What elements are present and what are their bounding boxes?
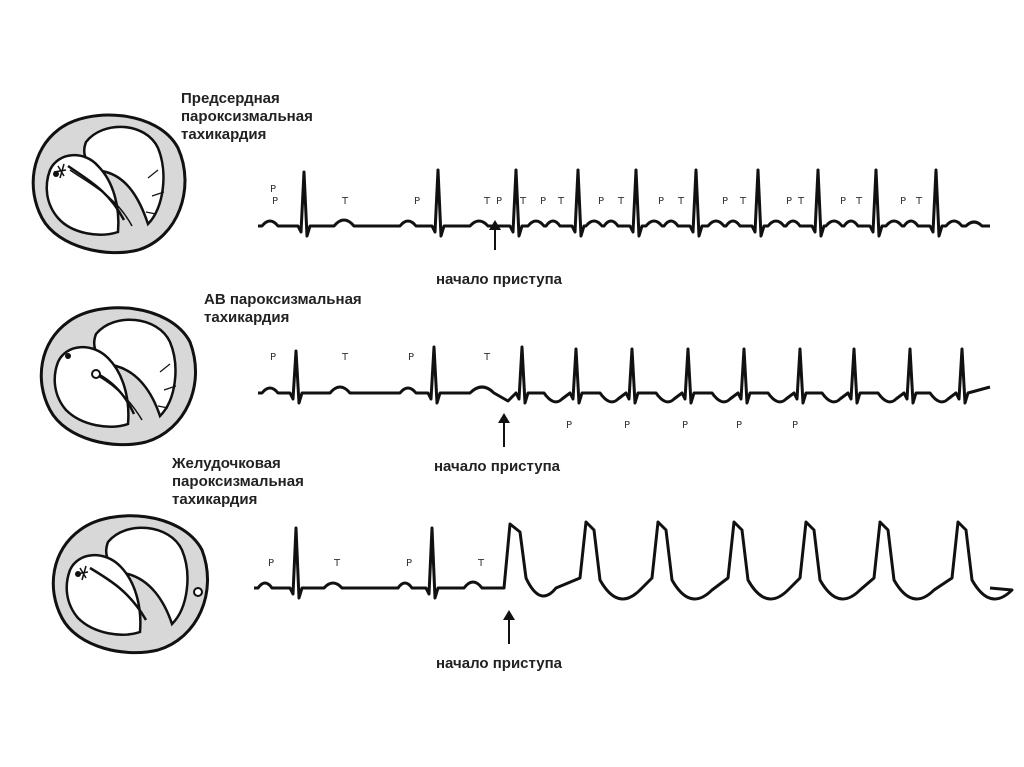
wave-label-atrial: P — [272, 196, 278, 207]
onset-arrow-av — [498, 413, 510, 447]
wave-label-av: P — [682, 420, 688, 431]
wave-label-atrial: P — [900, 196, 906, 207]
wave-label-atrial: T — [797, 196, 805, 207]
wave-label-av: P — [624, 420, 630, 431]
heart-icon-ventricular — [51, 514, 209, 655]
wave-label-atrial: T — [915, 196, 923, 207]
wave-label-atrial: P — [270, 184, 276, 195]
title-ventricular: Желудочковая пароксизмальная тахикардия — [172, 455, 304, 508]
wave-label-ventricular: P — [268, 558, 274, 569]
wave-label-atrial: T — [483, 196, 491, 207]
ecg-trace-ventricular — [254, 520, 1014, 601]
onset-label-ventricular: начало приступа — [436, 655, 562, 672]
ecg-trace-atrial — [258, 168, 990, 238]
wave-label-atrial: T — [519, 196, 527, 207]
wave-label-ventricular: P — [406, 558, 412, 569]
wave-label-av: T — [341, 352, 349, 363]
ecg-line-atrial — [258, 168, 990, 238]
wave-label-av: P — [270, 352, 276, 363]
onset-arrow-ventricular — [503, 610, 515, 644]
wave-label-atrial: P — [722, 196, 728, 207]
wave-label-av: P — [566, 420, 572, 431]
wave-label-atrial: T — [557, 196, 565, 207]
wave-label-atrial: T — [855, 196, 863, 207]
wave-label-atrial: T — [341, 196, 349, 207]
wave-label-av: P — [408, 352, 414, 363]
heart-icon-av — [39, 306, 197, 447]
wave-label-av: P — [792, 420, 798, 431]
wave-label-av: T — [483, 352, 491, 363]
wave-label-atrial: T — [617, 196, 625, 207]
title-av: АВ пароксизмальная тахикардия — [204, 291, 362, 326]
heart-icon-atrial — [31, 113, 187, 255]
wave-label-atrial: P — [786, 196, 792, 207]
wave-label-atrial: T — [677, 196, 685, 207]
wave-label-atrial: P — [658, 196, 664, 207]
wave-label-ventricular: T — [477, 558, 485, 569]
ecg-line-ventricular — [254, 520, 1014, 601]
wave-label-atrial: P — [496, 196, 502, 207]
onset-label-atrial: начало приступа — [436, 271, 562, 288]
wave-label-atrial: P — [540, 196, 546, 207]
wave-label-atrial: P — [840, 196, 846, 207]
ecg-line-av — [258, 345, 991, 405]
wave-label-atrial: P — [414, 196, 420, 207]
onset-label-av: начало приступа — [434, 458, 560, 475]
wave-label-ventricular: T — [333, 558, 341, 569]
onset-arrow-atrial — [489, 220, 501, 250]
ecg-trace-av — [258, 345, 991, 405]
wave-label-atrial: T — [739, 196, 747, 207]
title-atrial: Предсердная пароксизмальная тахикардия — [181, 90, 313, 143]
wave-label-av: P — [736, 420, 742, 431]
wave-label-atrial: P — [598, 196, 604, 207]
